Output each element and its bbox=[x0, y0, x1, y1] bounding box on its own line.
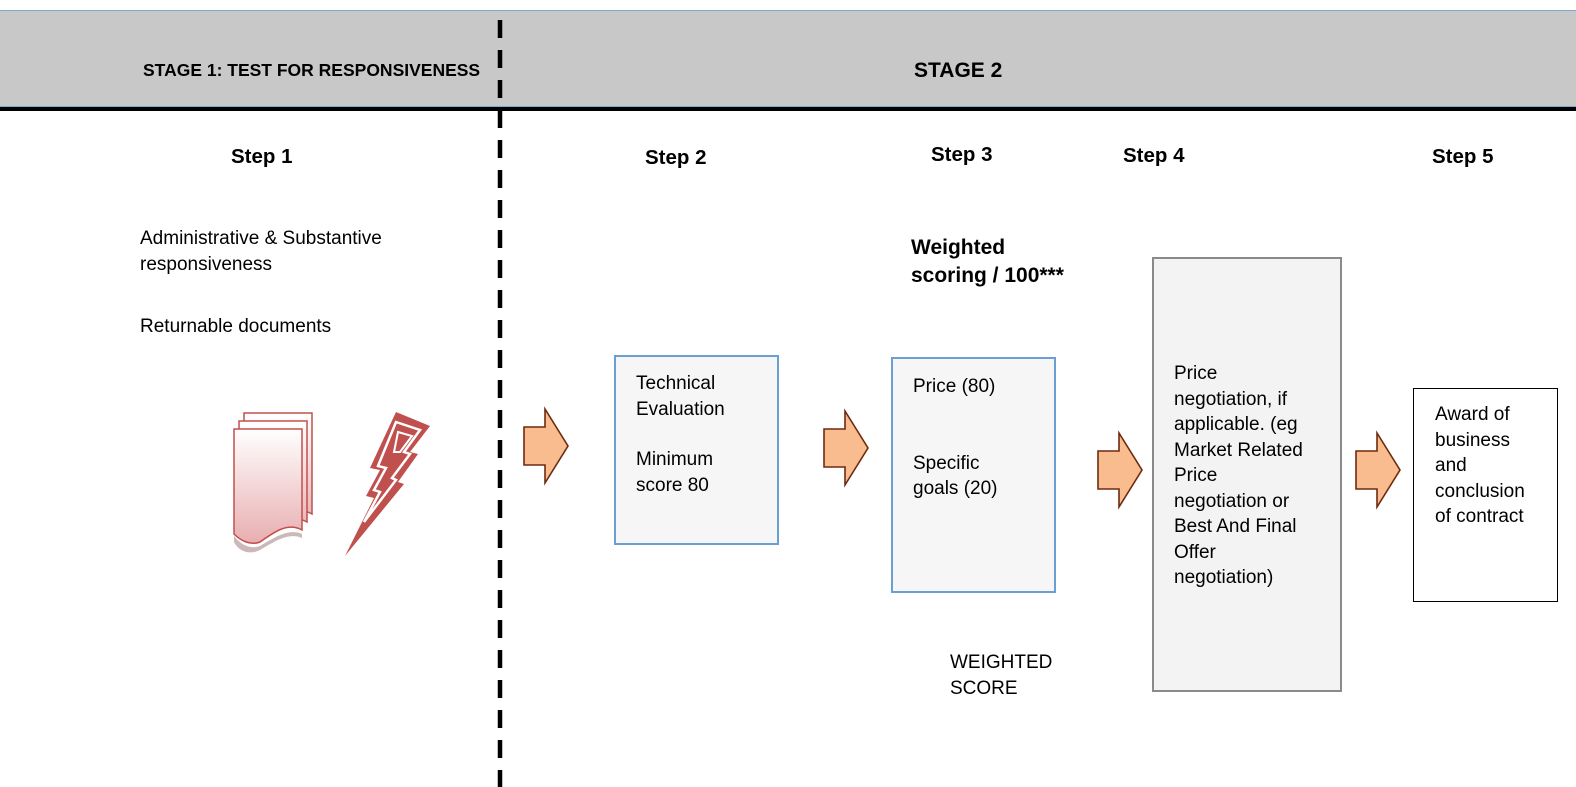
negotiation-line: Market Related bbox=[1174, 439, 1303, 461]
step2-title: Step 2 bbox=[645, 146, 707, 169]
responsiveness-line1: Administrative & Substantive bbox=[140, 228, 382, 249]
award-line: of contract bbox=[1435, 506, 1524, 527]
weighted-score-caption: WEIGHTED SCORE bbox=[950, 650, 1052, 702]
weighted-score-line2: SCORE bbox=[950, 678, 1018, 699]
arrow-right-icon bbox=[1355, 430, 1401, 510]
arrow-right-icon bbox=[523, 406, 569, 486]
negotiation-line: Best And Final bbox=[1174, 516, 1297, 537]
negotiation-line: Price bbox=[1174, 363, 1218, 384]
negotiation-line: negotiation or bbox=[1174, 490, 1290, 512]
minimum-line2: score 80 bbox=[636, 474, 709, 496]
weighted-score-line1: WEIGHTED bbox=[950, 652, 1053, 673]
specific-goals-line2: goals (20) bbox=[913, 478, 998, 499]
award-line: Award of bbox=[1435, 404, 1510, 425]
weighted-scoring-heading: Weighted scoring / 100*** bbox=[911, 234, 1064, 290]
step4-title: Step 4 bbox=[1123, 144, 1185, 167]
step3-title: Step 3 bbox=[931, 143, 993, 166]
award-line: business bbox=[1435, 429, 1510, 451]
returnable-documents-text: Returnable documents bbox=[140, 316, 332, 337]
weighted-scoring-box: Price (80) Specific goals (20) bbox=[891, 357, 1056, 593]
arrow-right-icon bbox=[823, 408, 869, 488]
step1-responsiveness-text: Administrative & Substantive responsiven… bbox=[140, 226, 382, 278]
award-of-business-box: Award of business and conclusion of cont… bbox=[1413, 388, 1558, 602]
stage-header-band bbox=[0, 10, 1576, 107]
weighted-scoring-line2: scoring / 100*** bbox=[911, 264, 1064, 287]
responsiveness-line2: responsiveness bbox=[140, 254, 273, 275]
stage2-title: STAGE 2 bbox=[914, 59, 1003, 82]
negotiation-line: negotiation) bbox=[1174, 567, 1274, 588]
negotiation-line: Offer bbox=[1174, 541, 1216, 563]
negotiation-line: Price bbox=[1174, 465, 1218, 486]
documents-icon bbox=[233, 412, 313, 553]
specific-goals-line1: Specific bbox=[913, 452, 980, 474]
step1-title: Step 1 bbox=[231, 145, 293, 168]
negotiation-line: negotiation, if bbox=[1174, 388, 1288, 410]
price-weight: Price (80) bbox=[913, 376, 996, 397]
award-line: conclusion bbox=[1435, 480, 1525, 502]
award-line: and bbox=[1435, 455, 1467, 476]
arrow-right-icon bbox=[1097, 430, 1143, 510]
stage-divider bbox=[497, 20, 503, 787]
negotiation-line: applicable. (eg bbox=[1174, 414, 1298, 435]
price-negotiation-box: Price negotiation, if applicable. (eg Ma… bbox=[1152, 257, 1342, 692]
technical-line2: Evaluation bbox=[636, 398, 725, 420]
minimum-line1: Minimum bbox=[636, 449, 714, 470]
stage1-title: STAGE 1: TEST FOR RESPONSIVENESS bbox=[143, 60, 481, 80]
step5-title: Step 5 bbox=[1432, 145, 1494, 168]
technical-evaluation-box: Technical Evaluation Minimum score 80 bbox=[614, 355, 779, 545]
weighted-scoring-line1: Weighted bbox=[911, 236, 1006, 259]
header-rule bbox=[0, 107, 1576, 111]
lightning-icon bbox=[345, 412, 430, 556]
technical-line1: Technical bbox=[636, 373, 716, 394]
